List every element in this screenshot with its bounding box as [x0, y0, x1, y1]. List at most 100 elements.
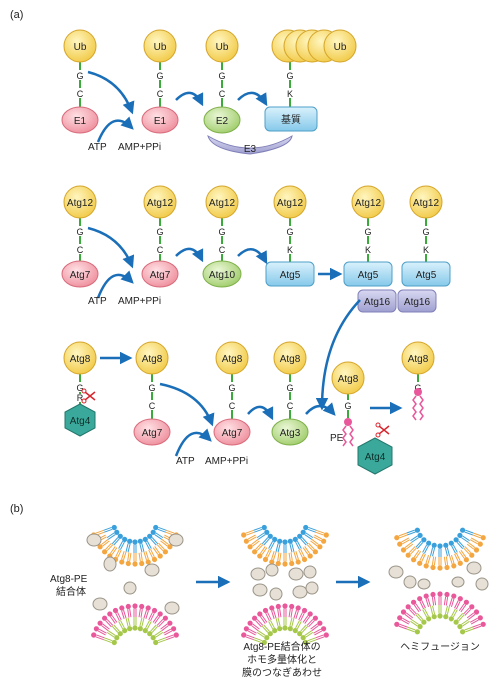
- atg8-protein: [215, 341, 249, 375]
- residue-g: G: [228, 383, 235, 393]
- atg5-label: Atg5: [358, 270, 379, 281]
- e3-label: E3: [244, 144, 257, 155]
- atg5-label: Atg5: [280, 270, 301, 281]
- residue-g: G: [218, 71, 225, 81]
- ub1-label: Ub: [74, 42, 87, 53]
- lipid-bilayer-leaflet: [89, 528, 181, 568]
- atg4-hexagon: [357, 437, 393, 475]
- residue-c: C: [157, 245, 164, 255]
- caption-left-line1: Atg8-PE: [50, 574, 88, 585]
- amp-label: AMP+PPi: [118, 142, 161, 153]
- residue-c: C: [219, 245, 226, 255]
- residue-g: G: [286, 227, 293, 237]
- lipid-bilayer-leaflet: [392, 590, 488, 632]
- residue-c: C: [229, 401, 236, 411]
- enzyme-atg7: [141, 260, 179, 288]
- atg7-label: Atg7: [222, 428, 243, 439]
- residue-k: K: [365, 245, 371, 255]
- residue-g: G: [364, 227, 371, 237]
- residue-c: C: [219, 89, 226, 99]
- panel-b-label: (b): [10, 503, 23, 515]
- lipid-bilayer-leaflet: [239, 602, 331, 642]
- residue-g: G: [286, 71, 293, 81]
- caption-middle-line2: ホモ多量体化と: [247, 653, 317, 666]
- residue-c: C: [149, 401, 156, 411]
- residue-g: G: [76, 71, 83, 81]
- atg16-label: Atg16: [404, 297, 431, 308]
- substrate-box: [264, 106, 318, 132]
- atg4-hexagon: [64, 403, 96, 437]
- poly-ubiquitin-chain: Ub: [271, 29, 357, 63]
- residue-r: R: [77, 393, 84, 403]
- atp-label: ATP: [88, 296, 107, 307]
- atg7-label: Atg7: [70, 270, 91, 281]
- atg16-label: Atg16: [364, 297, 391, 308]
- ubiquitin-ub3: [205, 29, 239, 63]
- ub-chain-label: Ub: [334, 42, 347, 53]
- panel-a-label: (a): [10, 9, 23, 21]
- lipid-bilayer-leaflet: [239, 528, 331, 568]
- atp-label: ATP: [176, 456, 195, 467]
- pe-lipid: [342, 418, 354, 447]
- enzyme-e1-right: [141, 106, 179, 134]
- atg12-protein: [409, 185, 443, 219]
- caption-middle-line3: 膜のつなぎあわせ: [242, 666, 322, 679]
- atg5-box: [265, 261, 315, 287]
- residue-k: K: [423, 245, 429, 255]
- complex-to-atg3-arrow: [315, 299, 361, 411]
- atg3-label: Atg3: [280, 428, 301, 439]
- atg8-protein: [401, 341, 435, 375]
- residue-c: C: [77, 89, 84, 99]
- transfer-arrow: [87, 70, 135, 115]
- atg8-protein: [273, 341, 307, 375]
- atg7-label: Atg7: [142, 428, 163, 439]
- atg7-label: Atg7: [150, 270, 171, 281]
- atg5-box: [401, 261, 451, 287]
- residue-k: K: [287, 245, 293, 255]
- atg12-protein: [273, 185, 307, 219]
- transfer-arrow: [247, 405, 274, 421]
- residue-g: G: [422, 227, 429, 237]
- residue-c: C: [77, 245, 84, 255]
- residue-g: G: [148, 383, 155, 393]
- lipid-bilayer-leaflet: [102, 616, 168, 647]
- atg8-label: Atg8: [338, 374, 359, 385]
- ub3-label: Ub: [216, 42, 229, 53]
- residue-g: G: [286, 383, 293, 393]
- lipid-bilayer-leaflet: [102, 523, 168, 554]
- residue-g: G: [156, 227, 163, 237]
- atg12-label: Atg12: [209, 198, 236, 209]
- residue-g: G: [76, 227, 83, 237]
- enzyme-e1-left: [61, 106, 99, 134]
- atg8-protein: [63, 341, 97, 375]
- atg12-label: Atg12: [147, 198, 174, 209]
- caption-right: ヘミフュージョン: [400, 642, 480, 653]
- ubiquitin-ub1: [63, 29, 97, 63]
- atp-arrow: [96, 270, 134, 299]
- atg5-label: Atg5: [416, 270, 437, 281]
- amp-label: AMP+PPi: [118, 296, 161, 307]
- transfer-arrow: [159, 382, 215, 427]
- atp-label: ATP: [88, 142, 107, 153]
- residue-c: C: [287, 401, 294, 411]
- transfer-arrow: [175, 247, 204, 263]
- atg8-label: Atg8: [408, 354, 429, 365]
- enzyme-atg3: [271, 418, 309, 446]
- e1-left-label: E1: [74, 116, 87, 127]
- lipid-bilayer-leaflet: [252, 523, 318, 554]
- residue-c: C: [157, 89, 164, 99]
- lipid-bilayer-leaflet: [405, 526, 475, 558]
- substrate-label: 基質: [281, 113, 301, 126]
- residue-g: G: [156, 71, 163, 81]
- enzyme-atg7: [133, 418, 171, 446]
- atg8-label: Atg8: [70, 354, 91, 365]
- atp-arrow: [174, 428, 212, 457]
- pe-label: PE: [330, 433, 344, 444]
- enzyme-e3: [207, 134, 293, 155]
- transfer-arrow: [87, 226, 135, 269]
- atg12-protein: [205, 185, 239, 219]
- e1-right-label: E1: [154, 116, 167, 127]
- caption-middle-line1: Atg8-PE結合体の: [243, 640, 320, 653]
- enzyme-atg7: [61, 260, 99, 288]
